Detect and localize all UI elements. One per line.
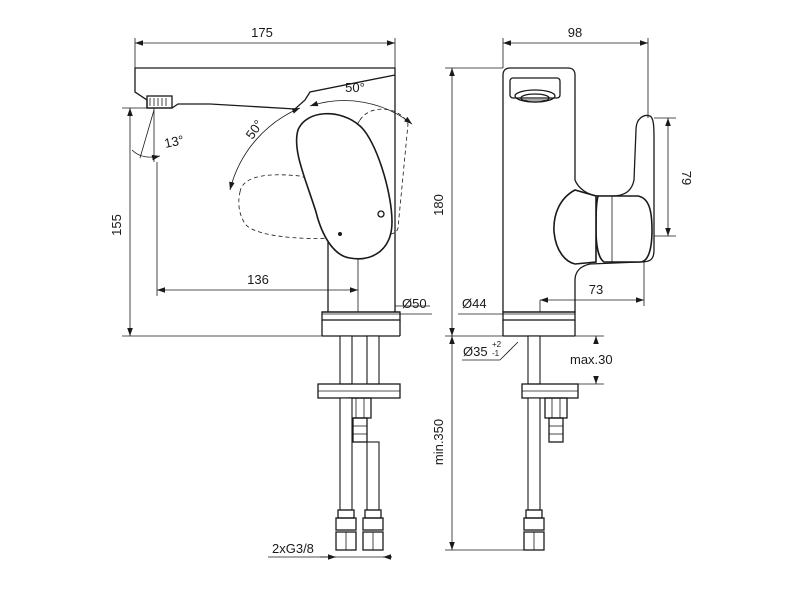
min-length-dimension: min.350 [431,336,524,551]
reach-label: 136 [247,272,269,287]
lever-depth-dimension: 73 [539,262,645,312]
max-thickness-dimension: max.30 [570,335,613,385]
hole-diameter: Ø35 +2 -1 [462,340,519,361]
spout-angle-dimension: 13° [131,108,185,162]
connection-thread: 2xG3/8 [268,541,392,560]
front-base-diameter-label: Ø50 [402,296,427,311]
front-view: 175 [109,25,432,560]
connection-label: 2xG3/8 [272,541,314,556]
front-height-dimension: 155 [109,107,322,337]
lever-depth-label: 73 [589,282,603,297]
spout-angle-label: 13° [163,132,185,151]
hole-tolerance-upper: +2 [492,340,502,349]
lever-handle [295,112,393,260]
lever-height-dimension: 79 [654,117,694,237]
lever-angle-right-label: 50° [345,80,365,95]
front-width-dimension: 175 [134,25,396,75]
side-depth-dimension: 98 [502,25,649,118]
hole-diameter-label: Ø35 [463,344,488,359]
lever-angle-left-label: 50° [243,117,267,142]
side-hoses [521,335,579,551]
side-depth-label: 98 [568,25,582,40]
front-hoses [317,335,401,551]
side-body [502,67,655,337]
max-thickness-label: max.30 [570,352,613,367]
side-base-diameter: Ø44 [458,296,575,315]
min-length-label: min.350 [431,419,446,465]
reach-dimension: 136 [156,162,359,312]
side-height-label: 180 [431,194,446,216]
front-width-label: 175 [251,25,273,40]
lever-angle-dimensions: 50° 50° [229,80,413,191]
side-height-dimension: 180 [431,67,503,337]
front-height-label: 155 [109,214,124,236]
side-view: 98 180 [431,25,694,551]
hole-tolerance-lower: -1 [492,349,500,358]
side-base-diameter-label: Ø44 [462,296,487,311]
lever-height-label: 79 [679,171,694,185]
front-base-diameter: Ø50 [322,296,432,315]
